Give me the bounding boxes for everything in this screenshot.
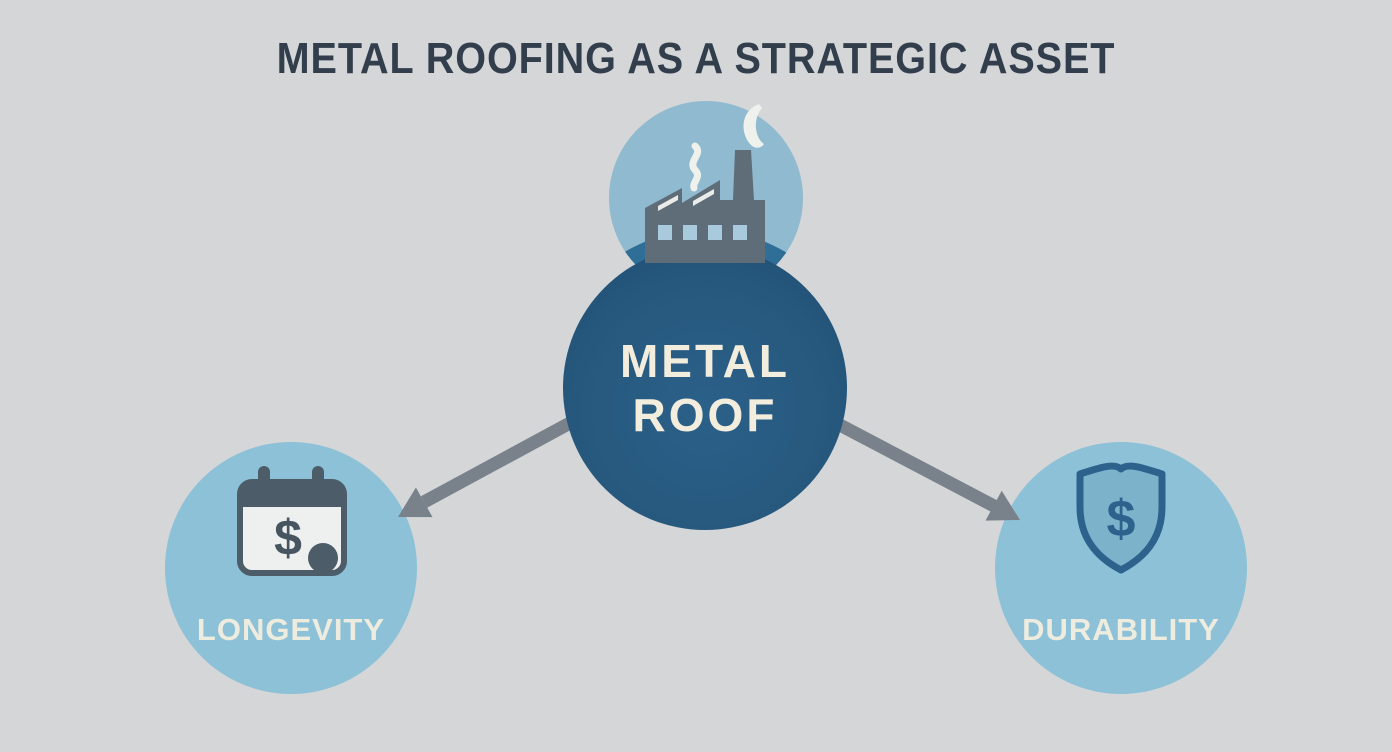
shield-dollar-glyph: $	[1107, 490, 1136, 548]
durability-label: DURABILITY	[1022, 612, 1220, 647]
smoke-wisp-left	[689, 142, 702, 192]
shield-dollar-icon: $	[1076, 462, 1166, 574]
arrow-right	[834, 418, 1020, 521]
node-durability-circle: $ DURABILITY	[995, 442, 1247, 694]
metal-roof-label: METAL ROOF	[619, 334, 790, 441]
factory-icon	[645, 104, 765, 263]
node-longevity-circle: $ LONGEVITY	[165, 442, 417, 694]
smoke-wisp-right	[743, 104, 764, 148]
node-metal-roof-circle: METAL ROOF	[563, 246, 847, 530]
page-title: METAL ROOFING AS A STRATEGIC ASSET	[276, 34, 1116, 83]
arrow-left	[398, 417, 574, 518]
longevity-label: LONGEVITY	[196, 612, 386, 647]
calendar-dollar-icon: $	[237, 466, 347, 576]
calendar-dollar-glyph: $	[274, 510, 302, 566]
